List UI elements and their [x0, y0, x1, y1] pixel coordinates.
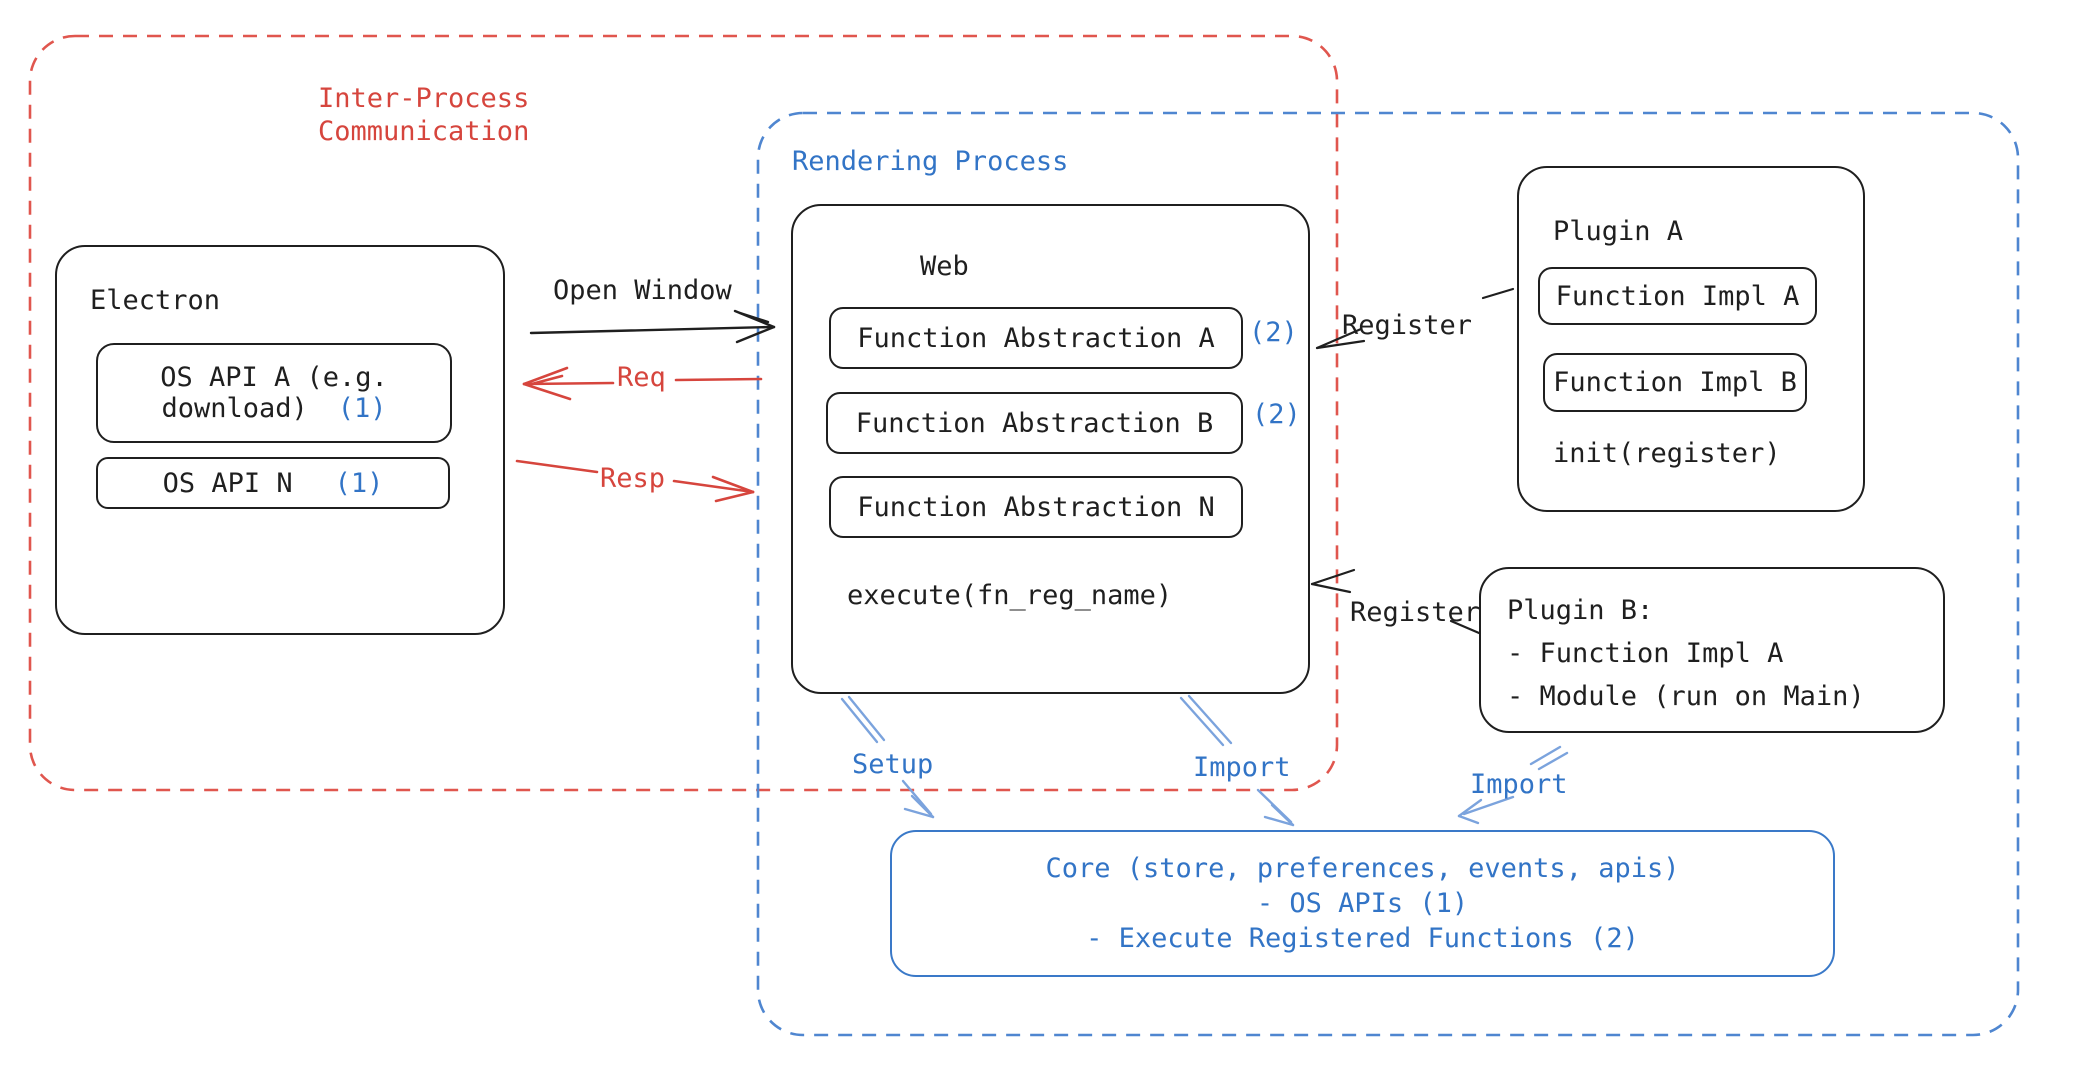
- os-api-n-box: OS API N (1): [96, 457, 450, 509]
- rendering-process-title: Rendering Process: [792, 146, 1069, 177]
- execute-label: execute(fn_reg_name): [847, 580, 1173, 611]
- resp-label: Resp: [600, 463, 666, 494]
- plugin-b-box: [1479, 567, 1945, 733]
- ipc-title: Inter-Process Communication: [318, 83, 530, 147]
- function-abstraction-b-badge: (2): [1252, 399, 1301, 430]
- register-plugin-a-label: Register: [1342, 310, 1473, 341]
- core-text: Core (store, preferences, events, apis) …: [1045, 853, 1680, 954]
- plugin-b-text: Plugin B: - Function Impl A - Module (ru…: [1507, 595, 1865, 712]
- core-box: Core (store, preferences, events, apis) …: [890, 830, 1835, 977]
- os-api-n-label: OS API N: [162, 467, 293, 499]
- function-abstraction-a-label: Function Abstraction A: [857, 322, 1215, 354]
- function-abstraction-b-label: Function Abstraction B: [855, 407, 1214, 439]
- electron-title: Electron: [90, 285, 221, 316]
- plugin-a-box: [1517, 166, 1865, 512]
- function-impl-b-box: Function Impl B: [1543, 353, 1807, 412]
- init-register-label: init(register): [1553, 438, 1781, 469]
- import-plugin-b-label: Import: [1470, 769, 1568, 800]
- function-impl-a-box: Function Impl A: [1538, 267, 1817, 325]
- open-window-label: Open Window: [553, 275, 732, 306]
- function-abstraction-a-box: Function Abstraction A: [829, 307, 1243, 369]
- function-abstraction-n-box: Function Abstraction N: [829, 476, 1243, 538]
- os-api-a-label-line2: download): [161, 393, 308, 424]
- os-api-n-badge: (1): [334, 467, 384, 499]
- os-api-a-badge: (1): [337, 393, 387, 424]
- setup-label: Setup: [852, 749, 934, 780]
- web-title: Web: [920, 251, 969, 282]
- plugin-a-title: Plugin A: [1553, 216, 1684, 247]
- os-api-a-label-line1: OS API A (e.g.: [160, 362, 388, 393]
- function-abstraction-a-badge: (2): [1249, 317, 1298, 348]
- import-web-label: Import: [1193, 752, 1291, 783]
- register-plugin-b-label: Register: [1350, 597, 1481, 628]
- function-abstraction-b-box: Function Abstraction B: [826, 392, 1243, 454]
- open-window-arrow: [529, 309, 776, 344]
- os-api-a-box: OS API A (e.g. download) (1): [96, 343, 452, 443]
- function-impl-b-label: Function Impl B: [1553, 367, 1797, 398]
- function-impl-a-label: Function Impl A: [1555, 280, 1800, 312]
- function-abstraction-n-label: Function Abstraction N: [857, 491, 1215, 523]
- req-label: Req: [617, 362, 666, 393]
